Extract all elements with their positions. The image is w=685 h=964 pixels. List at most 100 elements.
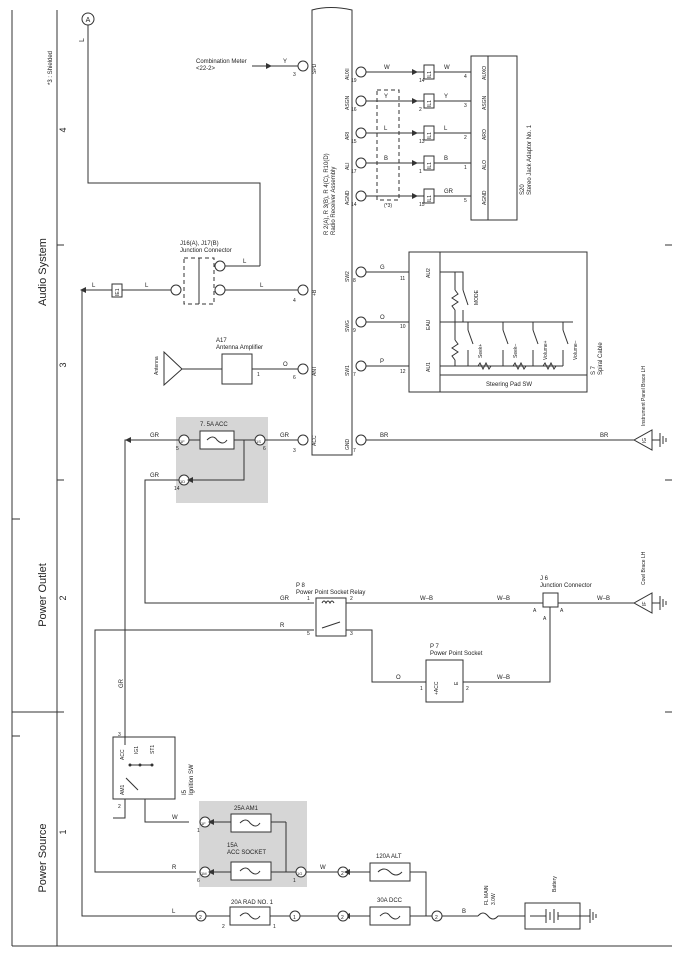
combination-meter-ref: <22-2>	[196, 66, 216, 72]
antenna-text: Antenna	[154, 356, 160, 375]
pin-number: 6	[293, 375, 296, 381]
fuse-rad-label: 20A RAD NO. 1	[231, 900, 274, 906]
switch-volume-minus: Volume–	[573, 340, 579, 360]
relay-ref: P 8	[296, 583, 306, 589]
wire-label: R	[280, 623, 285, 629]
fuse-socket-label-line: ACC SOCKET	[227, 850, 266, 856]
pin-number: 1	[293, 915, 296, 921]
stereo-jack-label: Stereo Jack Adaptor No. 1	[527, 124, 533, 195]
pin-sw1	[355, 360, 367, 372]
pin-number: 9	[353, 328, 356, 334]
pin-name: EAU	[426, 319, 432, 330]
ground-icon	[652, 433, 667, 447]
wire-gr-ign	[113, 439, 179, 819]
pin-name: +ACC	[434, 681, 440, 695]
ground-if-ref: IF	[642, 602, 648, 606]
fuse-alt-label: 120A ALT	[376, 854, 402, 860]
wire-label: W	[384, 65, 390, 71]
fuse-icon	[239, 819, 261, 827]
ground-icon	[652, 596, 667, 610]
fl-main-value: 3.0W	[491, 893, 497, 905]
pin-name: AGND	[482, 190, 488, 205]
pin-number: 4	[293, 298, 296, 304]
grid-number-2: 2	[58, 595, 68, 600]
section-audio-system: Audio System	[37, 238, 49, 306]
pin-name: ARI	[345, 132, 351, 140]
wire-label: GR	[444, 189, 454, 195]
ignition-label: Ignition SW	[189, 764, 195, 795]
pin-name: SW2	[345, 271, 351, 282]
power-point-socket-box	[425, 659, 464, 703]
wire-label: GR	[150, 473, 160, 479]
j6-label: Junction Connector	[540, 583, 592, 589]
pin-number: 2	[464, 135, 467, 141]
stereo-jack-ref: S20	[520, 184, 526, 195]
shield-note: (*3)	[384, 203, 392, 209]
switch-mode: MODE	[474, 289, 480, 305]
fl-main-icon	[477, 912, 499, 920]
pin-number: 2	[341, 915, 344, 921]
wire-label: L	[92, 283, 96, 289]
ignition-ref: I5	[182, 789, 188, 795]
pin-number: 14	[174, 486, 180, 492]
arrow-icon	[208, 819, 214, 825]
ic-label: IL1	[427, 71, 433, 78]
arrow-icon	[187, 477, 193, 483]
wire-label: GR	[119, 678, 125, 688]
fuse-acc-label: 7. 5A ACC	[200, 422, 228, 428]
wire-label: W	[444, 65, 450, 71]
wire-label: O	[396, 675, 401, 681]
wire-l-left-trunk	[81, 289, 196, 917]
pin-number: 3	[293, 72, 296, 78]
wire-r	[94, 629, 314, 873]
shield-box	[376, 89, 400, 201]
wire-label: W	[172, 815, 178, 821]
pin-name: AUXI	[345, 68, 351, 80]
ignition-switch-icon	[124, 737, 154, 791]
section-power-outlet: Power Outlet	[37, 563, 49, 627]
pin-spd	[297, 60, 309, 72]
pin-name: SWG	[345, 320, 351, 332]
wire-label: G	[380, 265, 385, 271]
pin-number: 5	[464, 198, 467, 204]
pin-number: 1	[257, 372, 260, 378]
socket-label: Power Point Socket	[430, 651, 483, 657]
wire-label: B	[444, 156, 448, 162]
arrow-icon	[208, 869, 214, 875]
wire-label: W–B	[597, 596, 610, 602]
pin-number: 17	[351, 169, 357, 175]
wire-label: W–B	[497, 596, 510, 602]
pin-name: AU2	[426, 268, 432, 278]
pin-name: SPD	[312, 63, 318, 74]
wire-label: O	[380, 315, 385, 321]
fl-main-label: FL MAIN	[484, 885, 490, 905]
radio-subtitle: Radio Receiver Assembly	[331, 167, 337, 235]
fuse-icon	[206, 436, 228, 444]
pin-number: 2	[466, 686, 469, 692]
wire-label: O	[283, 362, 288, 368]
fuse-icon	[239, 867, 261, 875]
grid-ticks	[57, 244, 672, 713]
wire-label: W–B	[420, 596, 433, 602]
j6-ref: J 6	[540, 576, 549, 582]
pin-number: 3	[464, 103, 467, 109]
stereo-jack-box	[470, 55, 518, 221]
socket-ref: P 7	[430, 644, 440, 650]
arrow-icon	[80, 287, 86, 293]
steering-switch-network	[440, 271, 573, 371]
pin-number: 15	[351, 139, 357, 145]
pin-number: 2	[341, 871, 344, 877]
pin-name: ACC	[312, 435, 318, 446]
pin-number: 2	[350, 596, 353, 602]
ground-if-label: Cowl Brace LH	[641, 551, 647, 585]
wire-label: Y	[283, 59, 287, 65]
wire-label: W–B	[497, 675, 510, 681]
grid-number-1: 1	[58, 829, 68, 834]
pin-name: AGND	[345, 190, 351, 205]
wire-label: B	[462, 909, 466, 915]
section-power-source: Power Source	[37, 823, 49, 892]
arrow-icon	[412, 69, 418, 75]
conn-label: 1G	[297, 871, 302, 876]
pin-number: 2	[222, 924, 225, 930]
